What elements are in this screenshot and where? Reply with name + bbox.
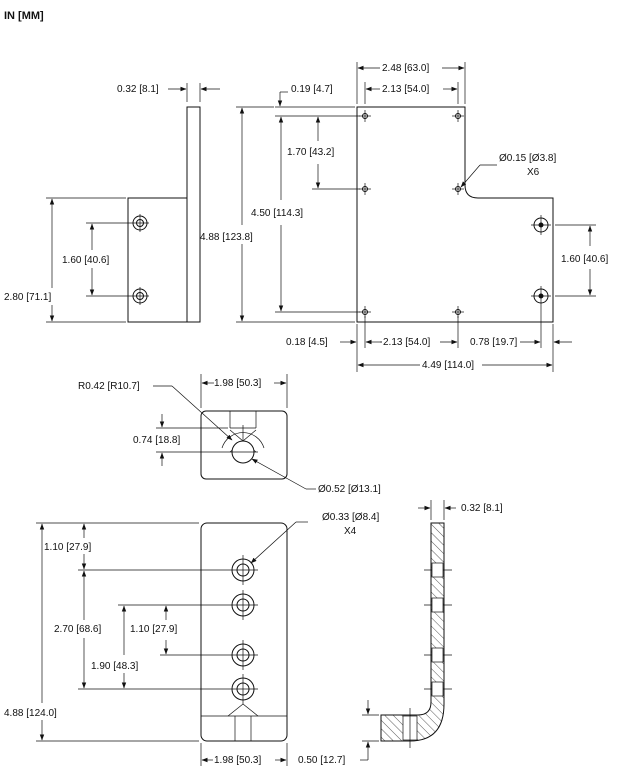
top-view <box>356 106 554 323</box>
dim-top-width-213: 2.13 [54.0] <box>364 82 459 104</box>
bottom-hole-qty: X4 <box>344 526 357 537</box>
top-449-label: 4.49 [114.0] <box>422 360 474 371</box>
dim-top-488: 4.88 [123.8] <box>200 106 355 323</box>
units-label: IN [MM] <box>4 10 44 22</box>
side-spacing-label: 1.60 [40.6] <box>62 255 109 266</box>
dim-top-170: 1.70 [43.2] <box>287 116 360 190</box>
side-view <box>127 106 201 323</box>
detail-radius-label: R0.42 [R10.7] <box>78 381 140 392</box>
top-170-label: 1.70 [43.2] <box>287 147 334 158</box>
top-right-160-label: 1.60 [40.6] <box>561 254 608 265</box>
bottom-width-label: 1.98 [50.3] <box>214 755 261 766</box>
dim-side-height: 2.80 [71.1] <box>4 197 126 323</box>
top-213-bottom-label: 2.13 [54.0] <box>383 337 430 348</box>
section-view <box>380 522 452 748</box>
side-height-label: 2.80 [71.1] <box>4 292 51 303</box>
detail-view <box>200 410 288 480</box>
top-large-hole-lower <box>531 286 551 306</box>
bottom-hole-4 <box>228 674 258 704</box>
dim-side-spacing: 1.60 [40.6] <box>62 222 131 297</box>
bottom-hole-2 <box>228 590 258 620</box>
dim-top-right-160: 1.60 [40.6] <box>555 224 608 297</box>
bottom-thickness-label: 0.32 [8.1] <box>461 503 503 514</box>
dim-top-offset-019: 0.19 [4.7] <box>275 84 360 117</box>
top-488-label: 4.88 [123.8] <box>200 232 253 243</box>
top-small-hole-qty: X6 <box>527 167 540 178</box>
dim-side-thickness: 0.32 [8.1] <box>117 83 220 102</box>
top-078-label: 0.78 [19.7] <box>470 337 517 348</box>
bottom-110-top-label: 1.10 [27.9] <box>44 542 91 553</box>
bottom-front-view <box>200 522 288 742</box>
leader-top-small-hole: Ø0.15 [Ø3.8] X6 <box>460 153 556 188</box>
side-hole-lower <box>131 287 149 305</box>
detail-width-label: 1.98 [50.3] <box>214 378 261 389</box>
side-hole-upper <box>131 214 149 232</box>
bottom-270-label: 2.70 [68.6] <box>54 624 101 635</box>
side-thickness-label: 0.32 [8.1] <box>117 84 159 95</box>
top-offset-019-label: 0.19 [4.7] <box>291 84 333 95</box>
bottom-190-label: 1.90 [48.3] <box>91 661 138 672</box>
top-large-hole-upper <box>531 215 551 235</box>
top-width-213-label: 2.13 [54.0] <box>382 84 429 95</box>
dim-bottom-front: 4.88 [124.0] 1.10 [27.9] 2.70 [68.6] 1.1… <box>4 512 379 766</box>
bottom-488-label: 4.88 [124.0] <box>4 708 57 719</box>
detail-hole-label: Ø0.52 [Ø13.1] <box>318 484 381 495</box>
bottom-hole-3 <box>228 640 258 670</box>
bottom-110-mid-label: 1.10 [27.9] <box>130 624 177 635</box>
dim-detail: 1.98 [50.3] R0.42 [R10.7] 0.74 [18.8] Ø0… <box>78 374 381 495</box>
top-450-label: 4.50 [114.3] <box>251 208 303 219</box>
top-small-holes <box>359 110 464 318</box>
bottom-hole-label: Ø0.33 [Ø8.4] <box>322 512 379 523</box>
dim-top-bottom-row: 0.18 [4.5] 2.13 [54.0] 0.78 [19.7] 4.49 … <box>286 306 572 372</box>
top-width-248-label: 2.48 [63.0] <box>382 63 429 74</box>
top-small-hole-label: Ø0.15 [Ø3.8] <box>499 153 556 164</box>
bottom-hole-1 <box>228 555 258 585</box>
detail-074-label: 0.74 [18.8] <box>133 435 180 446</box>
dim-top-width-248: 2.48 [63.0] <box>356 62 466 104</box>
dim-top-450: 4.50 [114.3] <box>251 116 360 313</box>
bottom-050-label: 0.50 [12.7] <box>298 755 345 766</box>
top-018-label: 0.18 [4.5] <box>286 337 328 348</box>
dim-section: 0.32 [8.1] 0.50 [12.7] <box>298 500 503 766</box>
